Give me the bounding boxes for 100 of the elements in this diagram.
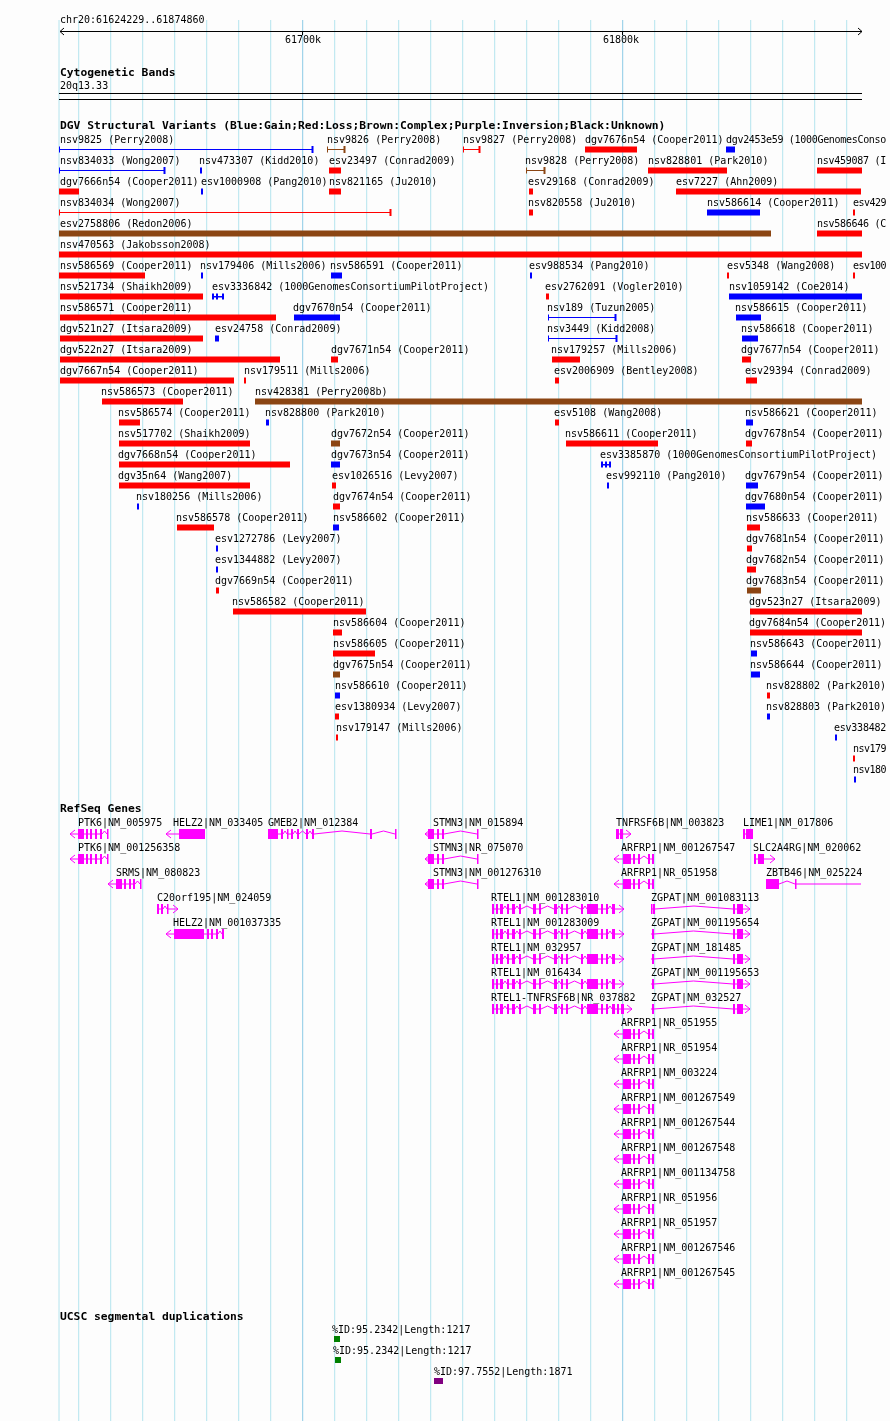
variant-label: nsv9827 (Perry2008) — [463, 134, 578, 146]
variant-label: esv2762091 (Vogler2010) — [545, 281, 684, 293]
variant-label: nsv834033 (Wong2007) — [60, 155, 181, 167]
variant-label: dgv7677n54 (Cooper2011) — [741, 344, 880, 356]
gene-label: RTEL1|NM_001283010 — [491, 892, 600, 904]
variant-label: nsv586574 (Cooper2011) — [118, 407, 251, 419]
variant-label: dgv7683n54 (Cooper2011) — [746, 575, 885, 587]
variant-label: nsv179257 (Mills2006) — [551, 344, 678, 356]
gene-label: ARFRP1|NR_051958 — [621, 867, 718, 879]
variant-label: esv1380934 (Levy2007) — [335, 701, 462, 713]
gene-label: SLC2A4RG|NM_020062 — [753, 842, 862, 854]
variant-label: esv429 — [853, 197, 886, 209]
gene-label: C20orf195|NM_024059 — [157, 892, 272, 904]
variant-label: nsv586614 (Cooper2011) — [707, 197, 840, 209]
variant-label: nsv473307 (Kidd2010) — [199, 155, 320, 167]
variant-label: nsv828802 (Park2010) — [766, 680, 886, 692]
variant-label: nsv517702 (Shaikh2009) — [118, 428, 251, 440]
gene-label: ZGPAT|NM_181485 — [651, 942, 742, 954]
variant-label: nsv586610 (Cooper2011) — [335, 680, 468, 692]
variant-label: nsv586644 (Cooper2011) — [750, 659, 883, 671]
variant-label: nsv179147 (Mills2006) — [336, 722, 463, 734]
gene-label: ARFRP1|NM_001134758 — [621, 1167, 736, 1179]
variant-label: dgv7667n54 (Cooper2011) — [60, 365, 199, 377]
variant-label: dgv7673n54 (Cooper2011) — [331, 449, 470, 461]
variant-label: esv338482 — [834, 722, 886, 734]
gene-label: ZGPAT|NM_001195654 — [651, 917, 760, 929]
variant-label: dgv7682n54 (Cooper2011) — [746, 554, 885, 566]
variant-label: esv5108 (Wang2008) — [554, 407, 663, 419]
gene-label: ZGPAT|NM_001083113 — [651, 892, 760, 904]
variant-label: nsv180256 (Mills2006) — [136, 491, 263, 503]
gene-label: ARFRP1|NM_001267544 — [621, 1117, 736, 1129]
gene-label: RTEL1|NM_001283009 — [491, 917, 600, 929]
gene-label: ARFRP1|NR_051955 — [621, 1017, 718, 1029]
variant-label: esv5348 (Wang2008) — [727, 260, 836, 272]
variant-label: nsv586633 (Cooper2011) — [746, 512, 879, 524]
variant-label: esv3385870 (1000GenomesConsortiumPilotProject) — [600, 449, 877, 461]
variant-label: nsv428381 (Perry2008b) — [255, 386, 388, 398]
band-label: 20q13.33 — [60, 80, 109, 92]
variant-label: esv992110 (Pang2010) — [606, 470, 727, 482]
variant-label: esv2758806 (Redon2006) — [60, 218, 193, 230]
variant-label: esv29168 (Conrad2009) — [528, 176, 655, 188]
variant-label: nsv470563 (Jakobsson2008) — [60, 239, 211, 251]
variant-label: nsv179511 (Mills2006) — [244, 365, 371, 377]
variant-label: dgv7672n54 (Cooper2011) — [331, 428, 470, 440]
variant-label: dgv7666n54 (Cooper2011) — [60, 176, 199, 188]
variant-label: dgv521n27 (Itsara2009) — [60, 323, 193, 335]
variant-label: nsv179 — [853, 743, 886, 755]
variant-label: esv1000908 (Pang2010) — [201, 176, 328, 188]
variant-label: nsv9825 (Perry2008) — [60, 134, 175, 146]
gene-label: ARFRP1|NM_001267549 — [621, 1092, 736, 1104]
variant-label: esv1272786 (Levy2007) — [215, 533, 342, 545]
track-heading: Cytogenetic Bands — [60, 67, 176, 79]
variant-label: dgv522n27 (Itsara2009) — [60, 344, 193, 356]
variant-label: nsv179406 (Mills2006) — [200, 260, 327, 272]
variant-label: dgv523n27 (Itsara2009) — [749, 596, 882, 608]
gene-label: STMN3|NM_015894 — [433, 817, 524, 829]
gene-label: STMN3|NM_001276310 — [433, 867, 542, 879]
gene-label: TNFRSF6B|NM_003823 — [616, 817, 725, 829]
variant-label: nsv586569 (Cooper2011) — [60, 260, 193, 272]
variant-label: nsv586646 (C — [817, 218, 886, 230]
variant-label: dgv7674n54 (Cooper2011) — [333, 491, 472, 503]
duplication-label: %ID:97.7552|Length:1871 — [434, 1366, 573, 1378]
variant-label: dgv7669n54 (Cooper2011) — [215, 575, 354, 587]
variant-label: nsv3449 (Kidd2008) — [547, 323, 656, 335]
variant-label: dgv7676n54 (Cooper2011) — [585, 134, 724, 146]
variant-label: dgv2453e59 (1000GenomesConso — [726, 134, 886, 146]
gene-label: ARFRP1|NM_001267548 — [621, 1142, 736, 1154]
variant-label: esv3336842 (1000GenomesConsortiumPilotProject) — [212, 281, 489, 293]
coordinate-label: chr20:61624229..61874860 — [60, 14, 205, 26]
variant-label: nsv828800 (Park2010) — [265, 407, 386, 419]
variant-label: nsv1059142 (Coe2014) — [729, 281, 850, 293]
variant-label: nsv521734 (Shaikh2009) — [60, 281, 193, 293]
track-heading: DGV Structural Variants (Blue:Gain;Red:Loss;Brown:Complex;Purple:Inversion;Black:Unknown) — [60, 120, 666, 132]
tick-label: 61700k — [285, 34, 322, 46]
gene-label: RTEL1|NM_016434 — [491, 967, 582, 979]
variant-label: dgv7668n54 (Cooper2011) — [118, 449, 257, 461]
variant-label: dgv7680n54 (Cooper2011) — [745, 491, 884, 503]
variant-label: nsv586578 (Cooper2011) — [176, 512, 309, 524]
variant-label: dgv7675n54 (Cooper2011) — [333, 659, 472, 671]
variant-label: nsv189 (Tuzun2005) — [547, 302, 656, 314]
variant-label: nsv180 — [853, 764, 886, 776]
variant-label: esv29394 (Conrad2009) — [745, 365, 872, 377]
variant-label: esv2006909 (Bentley2008) — [554, 365, 699, 377]
gene-label: GMEB2|NM_012384 — [268, 817, 359, 829]
variant-label: nsv586643 (Cooper2011) — [750, 638, 883, 650]
gene-label: STMN3|NR_075070 — [433, 842, 524, 854]
variant-label: esv7227 (Ahn2009) — [676, 176, 779, 188]
gene-label: RTEL1|NM_032957 — [491, 942, 582, 954]
tick-label: 61800k — [603, 34, 640, 46]
gene-label: SRMS|NM_080823 — [116, 867, 201, 879]
variant-label: nsv586582 (Cooper2011) — [232, 596, 365, 608]
variant-label: dgv7679n54 (Cooper2011) — [745, 470, 884, 482]
gene-label: ARFRP1|NR_051956 — [621, 1192, 718, 1204]
gene-label: ARFRP1|NM_001267545 — [621, 1267, 736, 1279]
variant-label: dgv7684n54 (Cooper2011) — [749, 617, 886, 629]
variant-label: nsv828803 (Park2010) — [766, 701, 886, 713]
variant-label: nsv586605 (Cooper2011) — [333, 638, 466, 650]
variant-label: nsv586604 (Cooper2011) — [333, 617, 466, 629]
variant-label: esv24758 (Conrad2009) — [215, 323, 342, 335]
gene-label: HELZ2|NM_001037335 — [173, 917, 282, 929]
